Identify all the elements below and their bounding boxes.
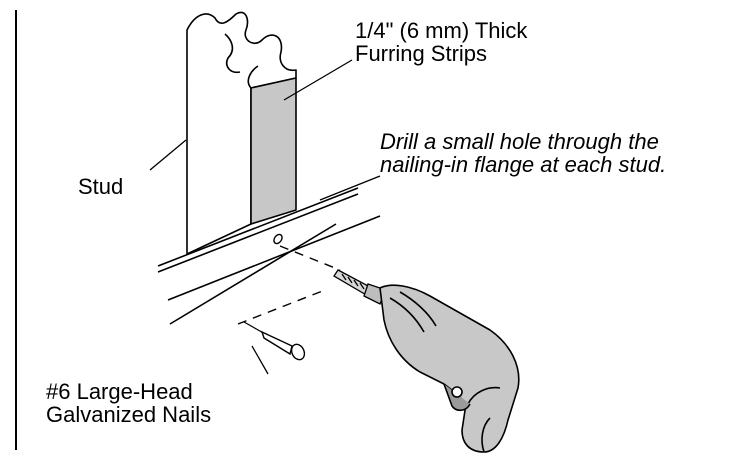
leader-lines [149,59,381,375]
drill-icon [379,284,520,453]
furring-strip [250,77,297,225]
nail [243,321,306,361]
drill-bit [333,269,387,305]
stud-label: Stud [78,174,124,199]
nailing-flange [157,187,381,325]
furring-strips-label: 1/4" (6 mm) Thick Furring Strips [355,18,528,66]
dashed-guide-lines [237,245,341,325]
nails-label: #6 Large-Head Galvanized Nails [46,379,212,427]
drill-instruction-label: Drill a small hole through the nailing-i… [380,129,667,177]
pilot-hole [273,233,283,245]
stud [186,11,297,255]
